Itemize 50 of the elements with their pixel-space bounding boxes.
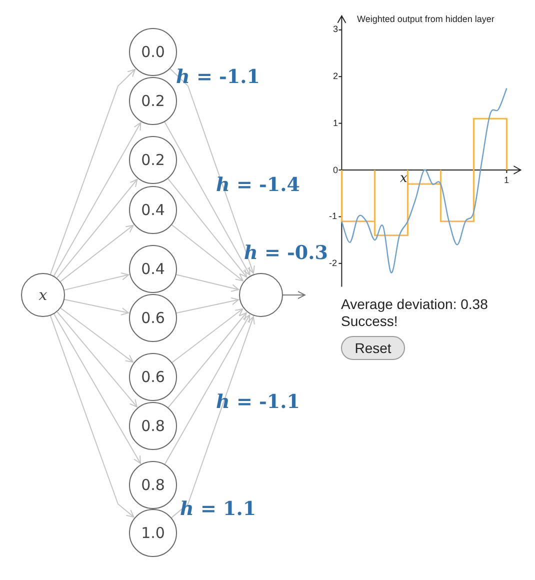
- connection-arrow: [56, 178, 138, 278]
- status-text: Success!: [341, 313, 398, 329]
- hidden-neuron: 0.4: [129, 245, 177, 293]
- hidden-neuron: 0.0: [129, 28, 177, 76]
- weight-label: h = 1.1: [180, 498, 256, 520]
- output-neuron: [239, 273, 283, 317]
- connection-arrow: [53, 122, 142, 276]
- axis-tick-label: -1: [329, 212, 338, 221]
- connection-arrow: [176, 297, 239, 314]
- axis-tick-label: 2: [333, 72, 338, 81]
- connection-arrow: [171, 224, 244, 282]
- connection-arrow: [168, 178, 248, 278]
- hidden-neuron: 0.8: [129, 402, 177, 450]
- connection-arrow: [64, 272, 130, 290]
- hidden-neuron: 0.2: [129, 136, 177, 184]
- hidden-neuron: 0.2: [129, 77, 177, 125]
- axis-tick-label: 3: [333, 25, 338, 34]
- connection-arrow: [176, 274, 240, 292]
- reset-button: Reset: [341, 336, 405, 360]
- connection-arrow: [64, 299, 130, 316]
- connection-arrow: [170, 316, 255, 518]
- axis-tick-label: 1: [333, 119, 338, 128]
- connection-arrow: [60, 308, 134, 363]
- weight-label: h = -0.3: [244, 242, 328, 264]
- weight-label: h = -1.4: [216, 174, 300, 196]
- hidden-neuron: 1.0: [129, 509, 177, 557]
- status-text: Average deviation: 0.38: [341, 296, 488, 312]
- hidden-neuron: 0.4: [129, 186, 177, 234]
- hidden-neuron: 0.6: [129, 353, 177, 401]
- hidden-neuron: 0.6: [129, 294, 177, 342]
- output-arrow: [282, 291, 306, 299]
- connection-arrow: [54, 314, 141, 464]
- weight-label: h = -1.1: [176, 66, 260, 88]
- connection-arrow: [56, 311, 138, 408]
- connection-arrow: [164, 121, 250, 276]
- hidden-neuron: 0.8: [129, 461, 177, 509]
- connection-arrow: [164, 314, 250, 465]
- connection-arrow: [60, 224, 134, 282]
- connection-arrow: [172, 308, 244, 363]
- chart-title: Weighted output from hidden layer: [357, 15, 494, 24]
- connection-arrow: [168, 312, 247, 408]
- axis-tick-label: 0: [333, 166, 338, 175]
- axis-tick-label: 1: [504, 176, 510, 185]
- connection-arrow: [170, 68, 255, 274]
- axis-label: x: [400, 172, 408, 185]
- connection-arrow: [50, 68, 136, 275]
- connection-arrow: [50, 315, 134, 518]
- input-neuron: x: [21, 273, 65, 317]
- axis-tick-label: -2: [329, 259, 338, 268]
- weight-label: h = -1.1: [216, 391, 300, 413]
